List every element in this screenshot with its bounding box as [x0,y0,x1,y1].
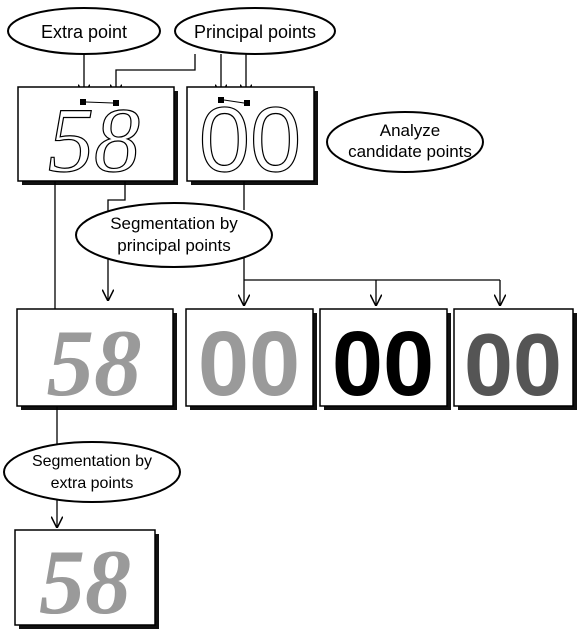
final-58-text: 58 [39,531,131,632]
result-panel-00-a: 00 [185,308,317,415]
input-panel-58: 58 [17,86,178,192]
outlined-digits-58: 58 [48,89,140,191]
result-digits-00-a: 00 [198,313,300,415]
final-panel-58: 58 [14,529,159,632]
analyze-label-line1: Analyze [380,121,440,140]
final-digits-58: 58 [39,531,131,632]
extra-point-node: Extra point [7,7,161,55]
result-00-a-text: 00 [198,313,300,415]
result-00-c-text: 00 [464,315,562,414]
extra-point-marker [80,99,86,105]
principal-points-label: Principal points [194,22,316,42]
result-panel-00-c: 00 [453,308,577,414]
principal-point-marker [113,100,119,106]
principal-point-marker [244,100,250,106]
seg-principal-node: Segmentation by principal points [75,202,273,268]
seg-extra-line2: extra points [51,475,134,492]
result-58-text: 58 [47,310,142,416]
analyze-node: Analyze candidate points [326,111,484,173]
seg-principal-line2: principal points [117,236,230,255]
input-panel-00: 00 [186,86,318,192]
extra-point-label: Extra point [41,22,127,42]
result-digits-00-c: 00 [464,315,562,414]
analyze-label-line2: candidate points [348,142,472,161]
seg-extra-node: Segmentation by extra points [3,441,181,503]
principal-point-marker [218,97,224,103]
principal-points-node: Principal points [174,7,336,55]
seg-extra-line1: Segmentation by [32,453,152,470]
result-00-b-text: 00 [332,313,434,415]
result-digits-58: 58 [47,310,142,416]
seg-principal-line1: Segmentation by [110,214,238,233]
result-panel-00-b: 00 [319,308,451,415]
mid-connectors [54,181,500,310]
result-digits-00-b: 00 [332,313,434,415]
result-panel-58: 58 [16,308,177,416]
